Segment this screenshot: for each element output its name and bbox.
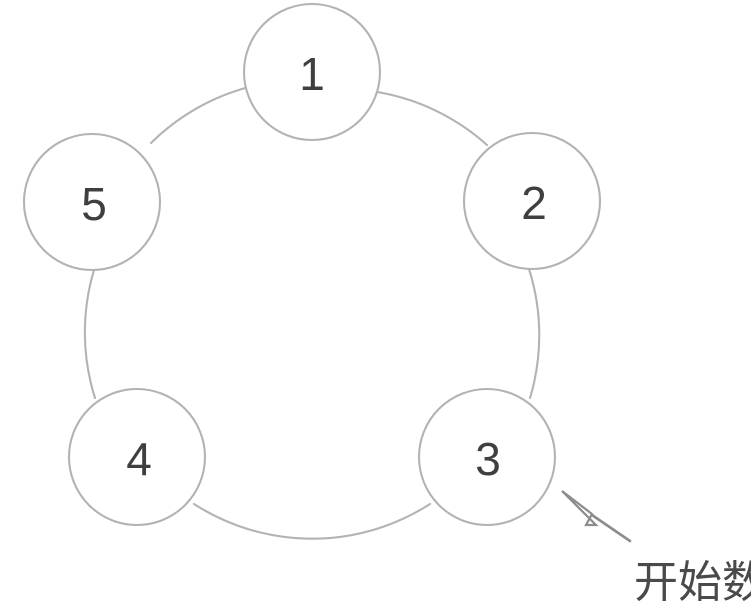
- edge-3-to-4: [192, 502, 432, 540]
- node-circle-4[interactable]: [67, 387, 207, 527]
- edge-group: [83, 85, 541, 540]
- edge-1-to-2: [375, 90, 489, 147]
- edge-5-to-1: [149, 85, 251, 145]
- node-label-2: 2: [521, 177, 547, 229]
- annotation-label: 开始数: [634, 557, 751, 603]
- node-label-1: 1: [299, 48, 325, 100]
- node-circle-3[interactable]: [417, 387, 557, 527]
- node-label-group: 1 2 3 4 5: [81, 48, 547, 485]
- node-label-3: 3: [475, 433, 501, 485]
- edge-2-to-3: [527, 267, 541, 400]
- arrow-shaft-line: [590, 513, 632, 543]
- node-label-5: 5: [81, 178, 107, 230]
- node-circle-5[interactable]: [22, 132, 162, 272]
- node-label-4: 4: [126, 433, 152, 485]
- annotation-arrow: [561, 490, 632, 543]
- node-circle-2[interactable]: [462, 131, 602, 271]
- node-circle-1[interactable]: [242, 2, 382, 142]
- node-group: [22, 2, 602, 527]
- edge-4-to-5: [83, 268, 97, 400]
- arrow-head-icon: [561, 490, 599, 527]
